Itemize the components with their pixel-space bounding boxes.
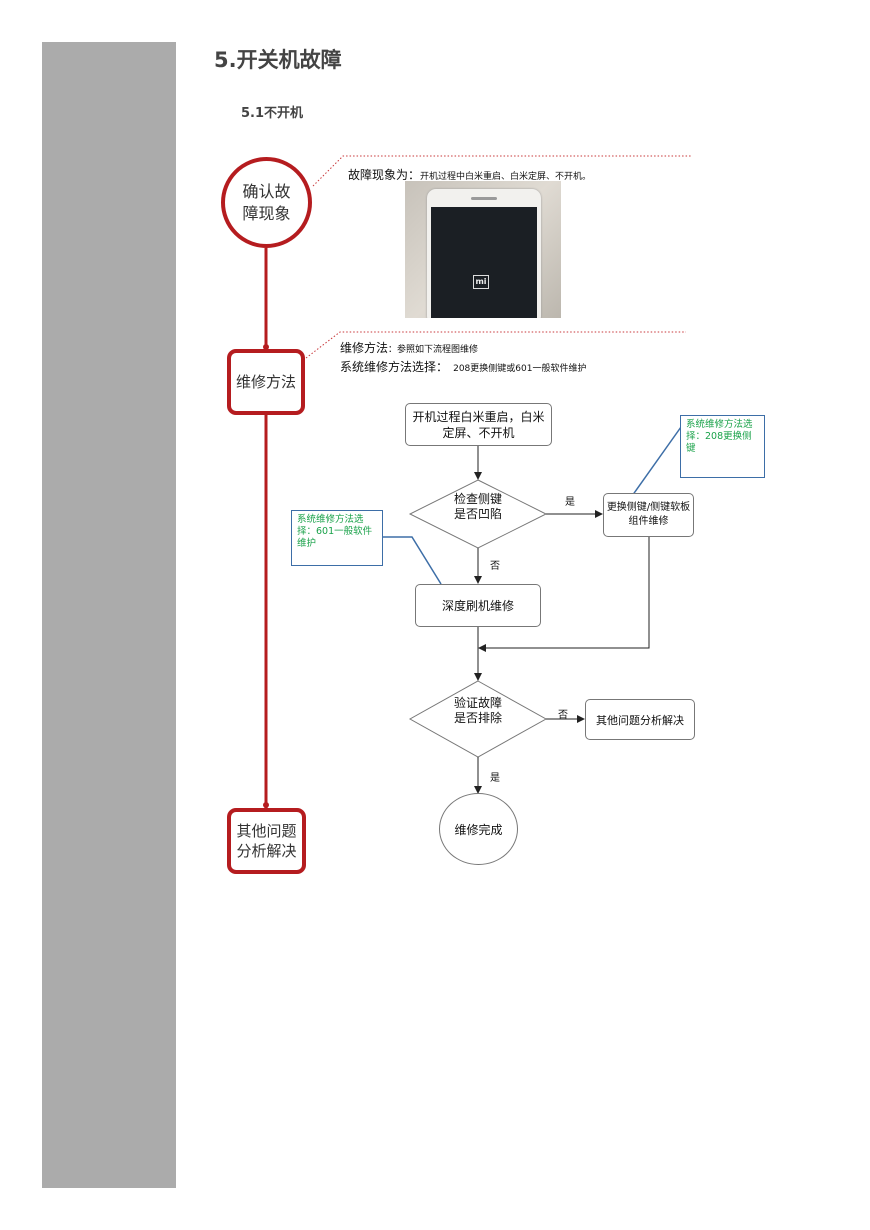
edge-label-yes-replace: 是 bbox=[565, 497, 575, 508]
timeline-dot-top bbox=[263, 344, 269, 350]
method-label: 维修方法 bbox=[340, 341, 389, 355]
phone-photo: mi bbox=[405, 181, 561, 318]
section-subtitle: 5.1不开机 bbox=[241, 106, 304, 121]
symptom-note: 故障现象为：开机过程中白米重启、白米定屏、不开机。 bbox=[348, 164, 591, 183]
symptom-text: 开机过程中白米重启、白米定屏、不开机。 bbox=[420, 172, 592, 182]
sidebar-band bbox=[42, 42, 176, 1188]
flow-start-box: 开机过程白米重启，白米定屏、不开机 bbox=[405, 403, 552, 446]
method-line2-text: 208更换侧键或601一般软件维护 bbox=[453, 364, 587, 374]
method-line2-label: 系统维修方法选择： bbox=[340, 360, 449, 374]
symptom-label: 故障现象为： bbox=[348, 168, 421, 182]
method-text: ：参照如下流程图维修 bbox=[388, 345, 479, 355]
mi-logo: mi bbox=[473, 275, 489, 289]
repair-method-node: 维修方法 bbox=[227, 349, 305, 415]
phone-speaker bbox=[471, 197, 497, 200]
callout-right-pointer bbox=[631, 426, 682, 497]
phone-body: mi bbox=[427, 189, 541, 318]
edge-label-no-flash: 否 bbox=[490, 561, 500, 572]
leader-symptom bbox=[312, 155, 692, 187]
page-title: 5.开关机故障 bbox=[214, 48, 342, 72]
edge-label-yes-done: 是 bbox=[490, 773, 500, 784]
flow-done-circle: 维修完成 bbox=[439, 793, 518, 865]
phone-screen bbox=[431, 207, 537, 318]
flow-check-label: 检查侧键是否凹陷 bbox=[453, 492, 502, 521]
method-note: 维修方法：参照如下流程图维修 系统维修方法选择： 208更换侧键或601一般软件… bbox=[340, 339, 586, 377]
callout-replace-key: 系统维修方法选择：208更换侧键 bbox=[680, 415, 765, 478]
flow-verify-label: 验证故障是否排除 bbox=[453, 696, 502, 725]
callout-left-pointer bbox=[383, 536, 442, 585]
edge-label-no-other: 否 bbox=[558, 710, 568, 721]
flow-flash-box: 深度刷机维修 bbox=[415, 584, 541, 627]
flow-replace-box: 更换侧键/侧键软板组件维修 bbox=[603, 493, 694, 537]
arrow-replace-merge bbox=[478, 537, 650, 652]
leader-method bbox=[305, 331, 686, 359]
confirm-symptom-node: 确认故障现象 bbox=[221, 157, 312, 248]
flow-other-box: 其他问题分析解决 bbox=[585, 699, 695, 740]
callout-software: 系统维修方法选择：601一般软件维护 bbox=[291, 510, 383, 566]
other-issues-node: 其他问题分析解决 bbox=[227, 808, 306, 874]
timeline-dot-bottom bbox=[263, 802, 269, 808]
